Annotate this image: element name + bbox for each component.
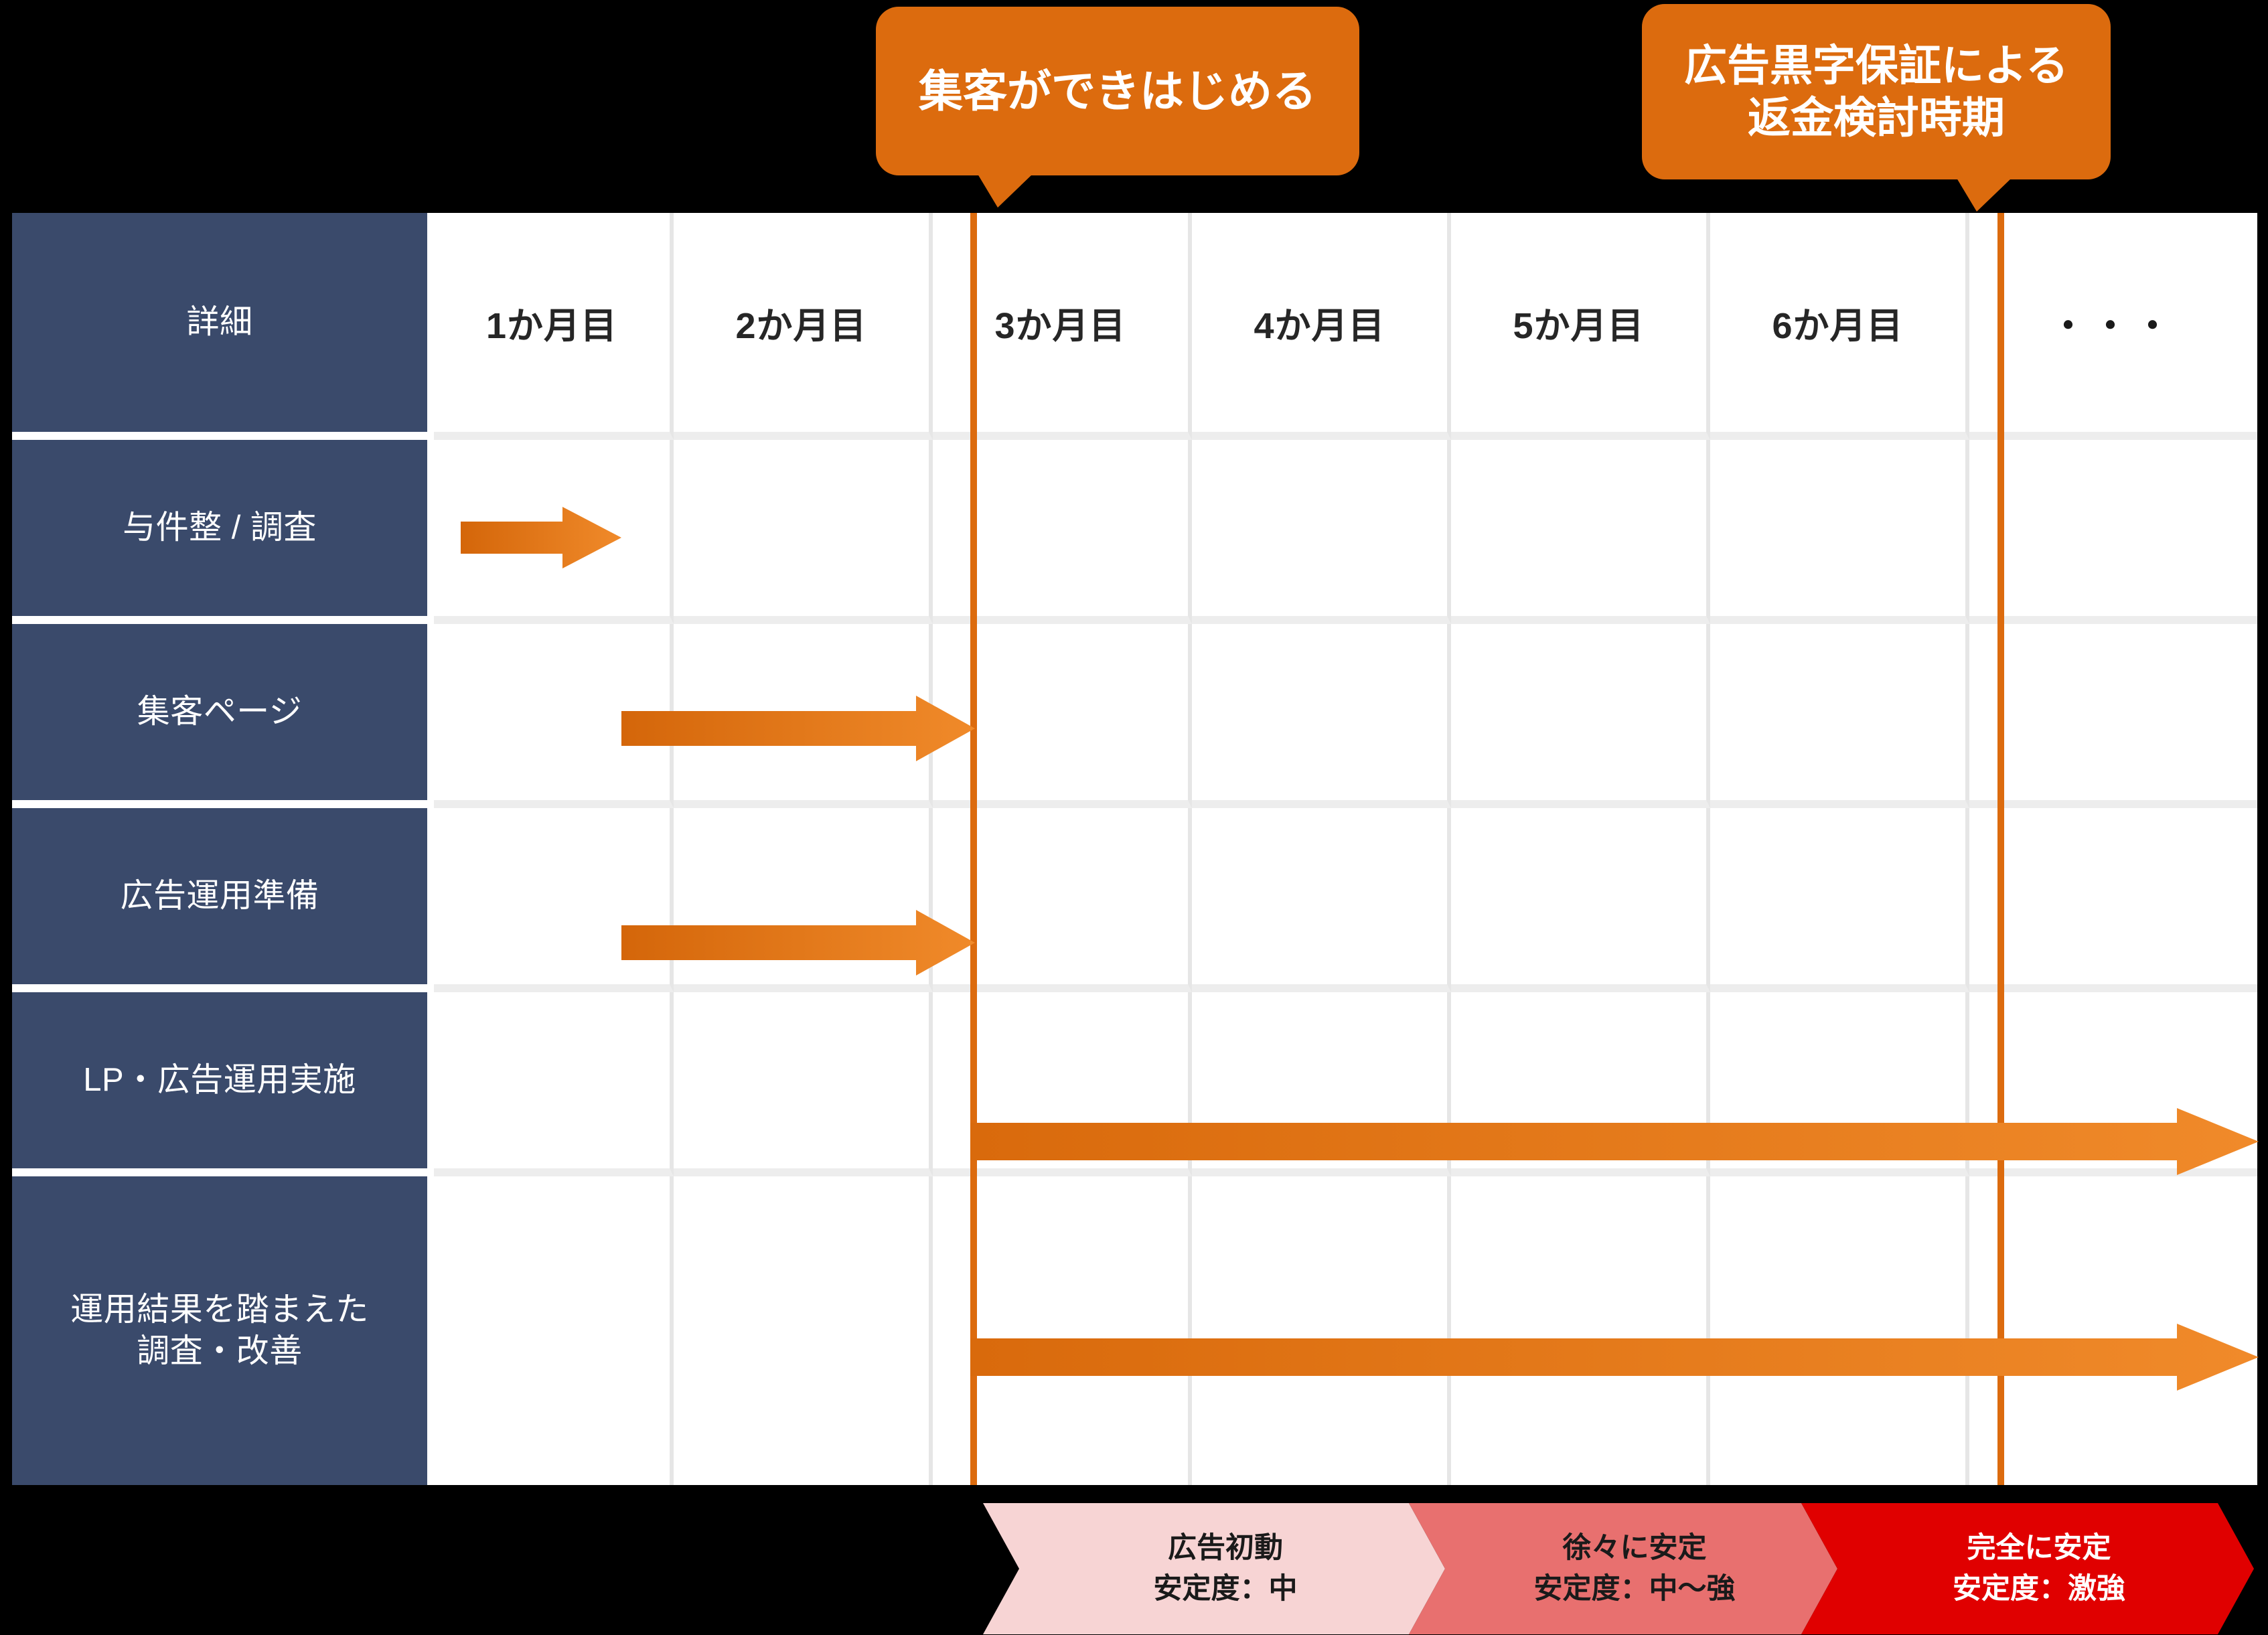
stability-stage-gradual: 徐々に安定 安定度：中〜強	[1409, 1503, 1837, 1634]
stability-stage-initial-level: 安定度：中	[1153, 1573, 1298, 1605]
header-cell-month-1: 1か月目	[434, 213, 674, 441]
row-label-chousa-kaizen-line1: 運用結果を踏まえた	[70, 1292, 369, 1328]
arrow-shukyaku-page	[621, 696, 975, 761]
cell-page-more	[1969, 624, 2257, 809]
row-label-shukyaku-page: 集客ページ	[12, 624, 434, 809]
arrow-lp-unyou	[970, 1108, 2259, 1175]
arrow-chousa-kaizen	[970, 1324, 2259, 1391]
cell-kaizen-more	[1969, 1176, 2257, 1485]
callout-refund-review-line1: 広告黒字保証による	[1683, 41, 2069, 90]
table-header-row: 詳細 1か月目 2か月目 3か月目 4か月目 5か月目 6か月目 ・・・	[12, 213, 2257, 441]
arrow-yoken-chousa	[461, 507, 621, 568]
stability-bar: 広告初動 安定度：中 徐々に安定 安定度：中〜強 完全に安定 安定度：激強	[983, 1503, 2254, 1634]
row-label-chousa-kaizen: 運用結果を踏まえた 調査・改善	[12, 1176, 434, 1485]
cell-junbi-m4	[1192, 808, 1451, 993]
cell-junbi-more	[1969, 808, 2257, 993]
cell-junbi-m5	[1451, 808, 1710, 993]
schedule-table: 詳細 1か月目 2か月目 3か月目 4か月目 5か月目 6か月目 ・・・ 与件整…	[12, 213, 2257, 1485]
cell-lp-m2	[674, 992, 933, 1177]
header-cell-details: 詳細	[12, 213, 434, 441]
cell-kaizen-m4	[1192, 1176, 1451, 1485]
arrow-koukoku-junbi	[621, 910, 975, 976]
header-cell-month-2: 2か月目	[674, 213, 933, 441]
cell-kaizen-m6	[1710, 1176, 1969, 1485]
stability-stage-initial-title: 広告初動	[1168, 1531, 1283, 1564]
cell-lp-m1	[434, 992, 674, 1177]
stability-stage-full: 完全に安定 安定度：激強	[1801, 1503, 2254, 1634]
table-row: 運用結果を踏まえた 調査・改善	[12, 1176, 2257, 1485]
cell-junbi-m1	[434, 808, 674, 993]
callout-tail-icon	[978, 174, 1033, 208]
table-row: 広告運用準備	[12, 808, 2257, 993]
row-label-chousa-kaizen-line2: 調査・改善	[137, 1332, 303, 1369]
row-label-lp-unyou: LP・広告運用実施	[12, 992, 434, 1177]
milestone-line-month-7	[1997, 213, 2004, 1485]
cell-page-m6	[1710, 624, 1969, 809]
cell-page-m4	[1192, 624, 1451, 809]
cell-yoken-m6	[1710, 440, 1969, 625]
header-cell-month-6: 6か月目	[1710, 213, 1969, 441]
stability-stage-initial: 広告初動 安定度：中	[983, 1503, 1445, 1634]
header-cell-month-5: 5か月目	[1451, 213, 1710, 441]
callout-shukyaku-start-text: 集客ができはじめる	[919, 66, 1316, 116]
header-cell-month-4: 4か月目	[1192, 213, 1451, 441]
cell-kaizen-m2	[674, 1176, 933, 1485]
stability-stage-gradual-level: 安定度：中〜強	[1533, 1573, 1736, 1605]
cell-yoken-m2	[674, 440, 933, 625]
cell-yoken-m5	[1451, 440, 1710, 625]
cell-yoken-more	[1969, 440, 2257, 625]
table-row: 集客ページ	[12, 624, 2257, 809]
callout-shukyaku-start: 集客ができはじめる	[876, 7, 1359, 208]
cell-junbi-m2	[674, 808, 933, 993]
callout-refund-review: 広告黒字保証による 返金検討時期	[1642, 4, 2111, 212]
milestone-line-month-3	[970, 213, 977, 1485]
table-row: 与件整 / 調査	[12, 440, 2257, 625]
cell-yoken-m4	[1192, 440, 1451, 625]
callout-refund-review-text: 広告黒字保証による 返金検討時期	[1684, 40, 2068, 144]
callout-refund-review-line2: 返金検討時期	[1748, 94, 2005, 142]
stability-stage-gradual-title: 徐々に安定	[1562, 1531, 1707, 1564]
header-cell-ellipsis: ・・・	[1969, 213, 2257, 441]
gantt-table: 詳細 1か月目 2か月目 3か月目 4か月目 5か月目 6か月目 ・・・ 与件整…	[12, 213, 2257, 1485]
cell-kaizen-m5	[1451, 1176, 1710, 1485]
cell-junbi-m6	[1710, 808, 1969, 993]
stability-stage-full-title: 完全に安定	[1967, 1531, 2111, 1564]
cell-kaizen-m1	[434, 1176, 674, 1485]
stability-stage-full-level: 安定度：激強	[1953, 1573, 2125, 1605]
row-label-koukoku-junbi: 広告運用準備	[12, 808, 434, 993]
row-label-yoken-chousa: 与件整 / 調査	[12, 440, 434, 625]
callout-tail-icon	[1957, 178, 2012, 212]
cell-page-m5	[1451, 624, 1710, 809]
